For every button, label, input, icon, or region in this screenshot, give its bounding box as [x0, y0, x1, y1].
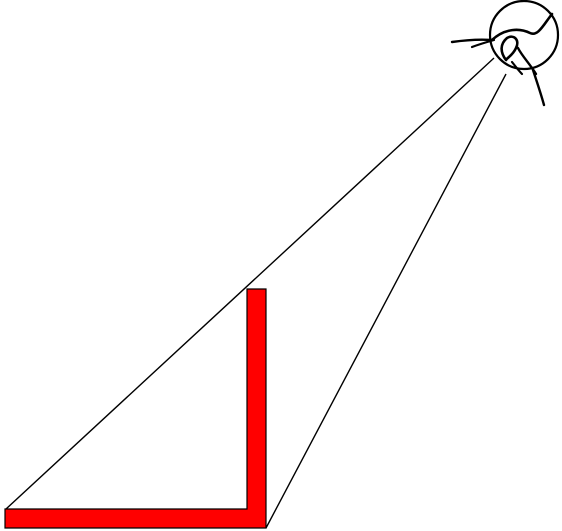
- red-l-bracket: [4, 288, 267, 529]
- eye-with-lashes-icon: [450, 0, 560, 107]
- sight-line-lower: [265, 73, 507, 529]
- sight-line-upper: [5, 57, 495, 510]
